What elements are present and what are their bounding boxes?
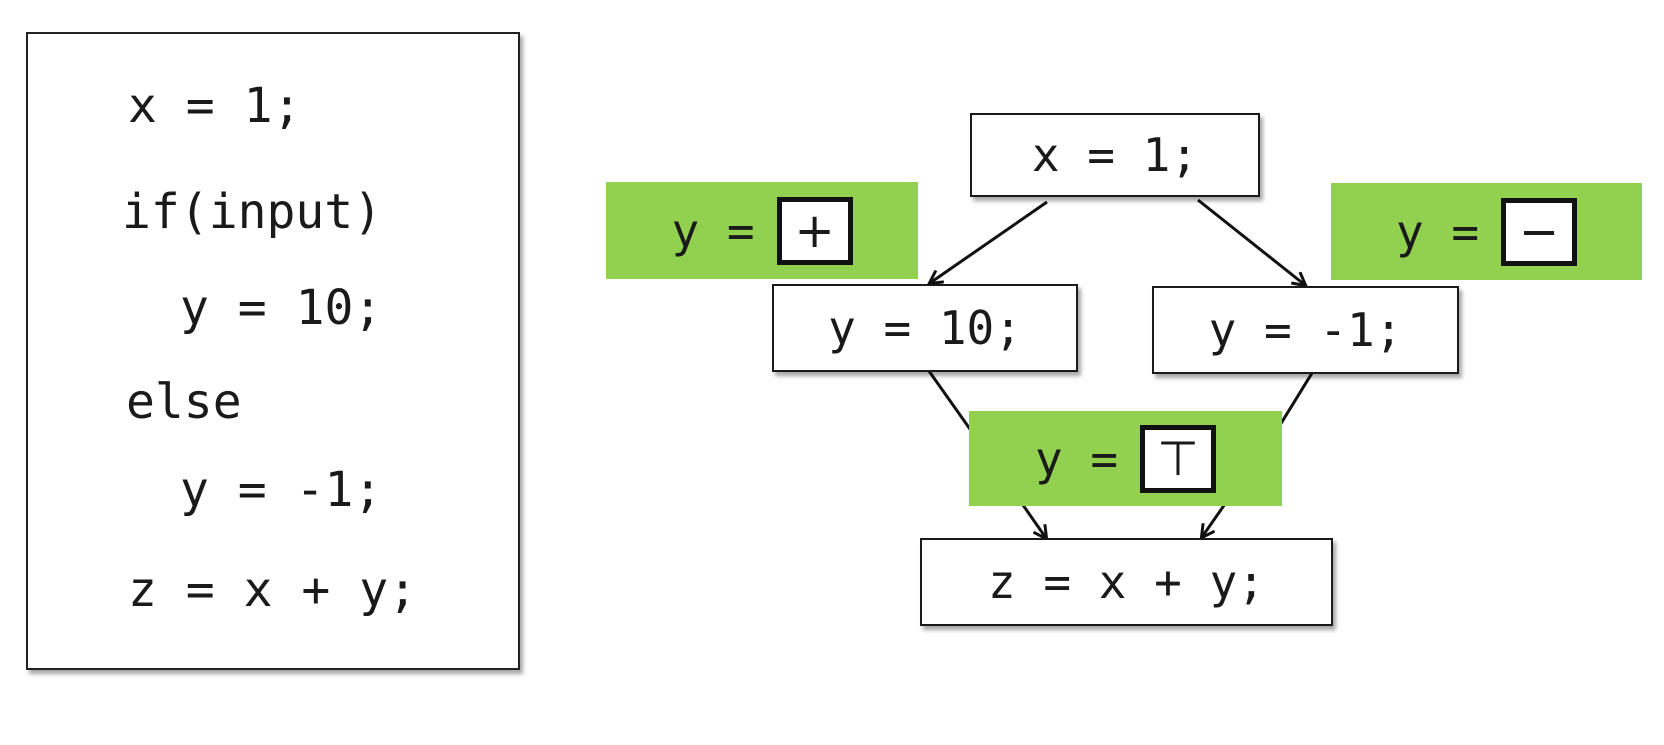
abstract-state-join-label: y = — [1034, 431, 1119, 486]
abstract-state-then: y = + — [606, 182, 918, 279]
cfg-node-entry: x = 1; — [970, 113, 1260, 197]
lattice-minus-icon: − — [1501, 197, 1578, 266]
abstract-state-else-label: y = — [1395, 204, 1480, 259]
cfg-node-join: z = x + y; — [920, 538, 1333, 626]
abstract-state-else: y = − — [1331, 183, 1642, 280]
edge-entry-to-else — [1197, 198, 1305, 285]
abstract-state-then-label: y = — [671, 203, 755, 258]
cfg-node-then: y = 10; — [772, 284, 1078, 372]
edge-entry-to-then — [930, 200, 1048, 283]
code-line-assign-y-neg1: y = -1; — [180, 462, 383, 518]
code-line-assign-x: x = 1; — [128, 78, 302, 134]
source-code-box: x = 1; if(input) y = 10; else y = -1; z … — [26, 32, 520, 670]
cfg-node-join-label: z = x + y; — [988, 555, 1265, 609]
cfg-node-else: y = -1; — [1152, 286, 1459, 374]
code-line-assign-z: z = x + y; — [128, 562, 417, 618]
cfg-node-else-label: y = -1; — [1208, 303, 1403, 357]
code-line-else: else — [126, 374, 242, 430]
cfg-node-then-label: y = 10; — [828, 301, 1022, 355]
cfg-node-entry-label: x = 1; — [1031, 128, 1199, 182]
code-line-assign-y-10: y = 10; — [180, 280, 383, 336]
abstract-state-join: y = ⊤ — [969, 411, 1282, 506]
code-line-if: if(input) — [122, 184, 383, 240]
lattice-plus-icon: + — [776, 196, 853, 265]
lattice-top-icon: ⊤ — [1140, 424, 1217, 493]
